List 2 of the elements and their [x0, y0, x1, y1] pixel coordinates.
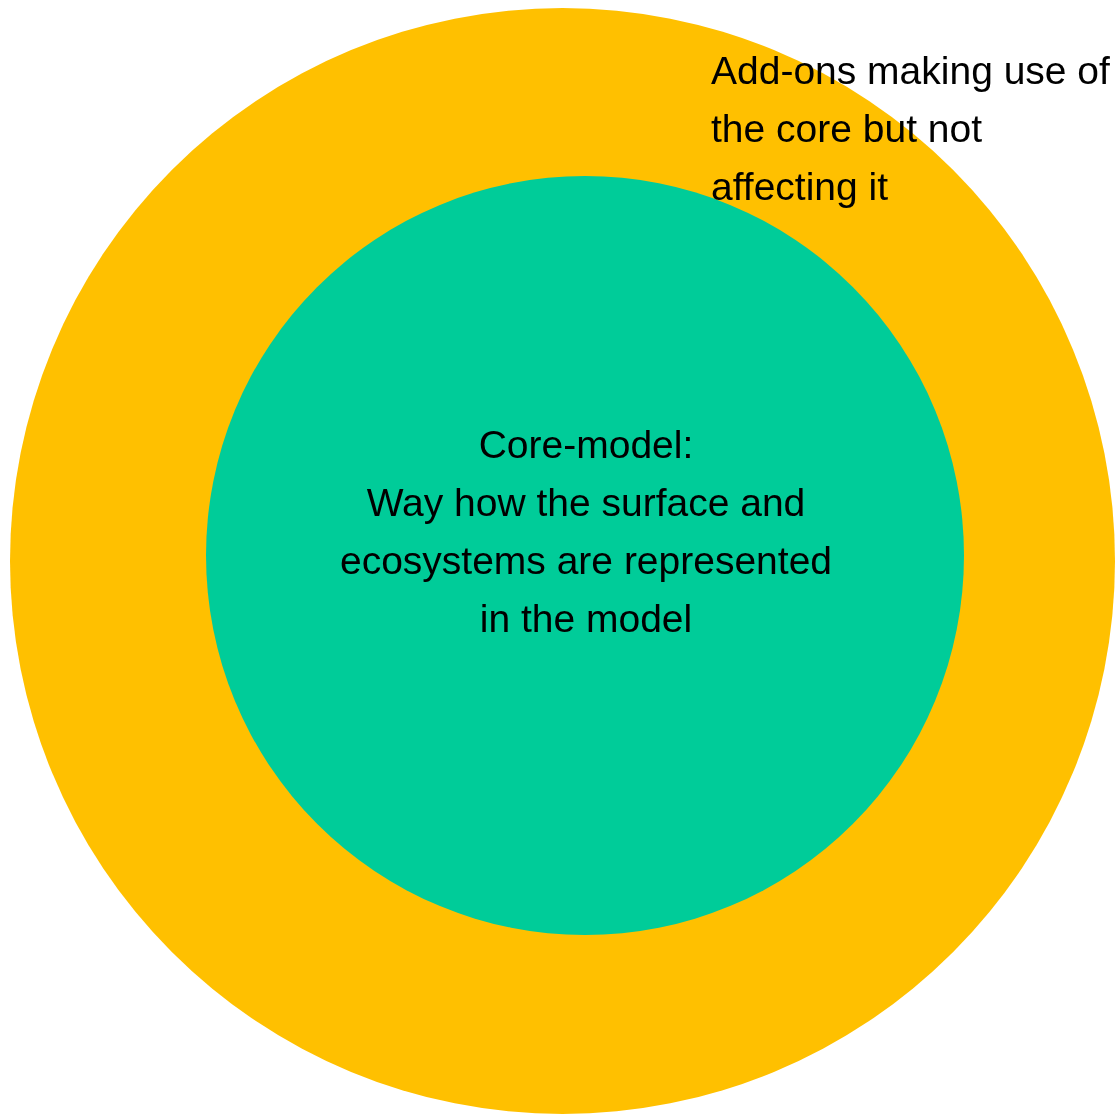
heading-text: Core-model:: [477, 422, 695, 468]
description-text: Way how the surface and ecosystems are represented in the model: [338, 480, 834, 642]
